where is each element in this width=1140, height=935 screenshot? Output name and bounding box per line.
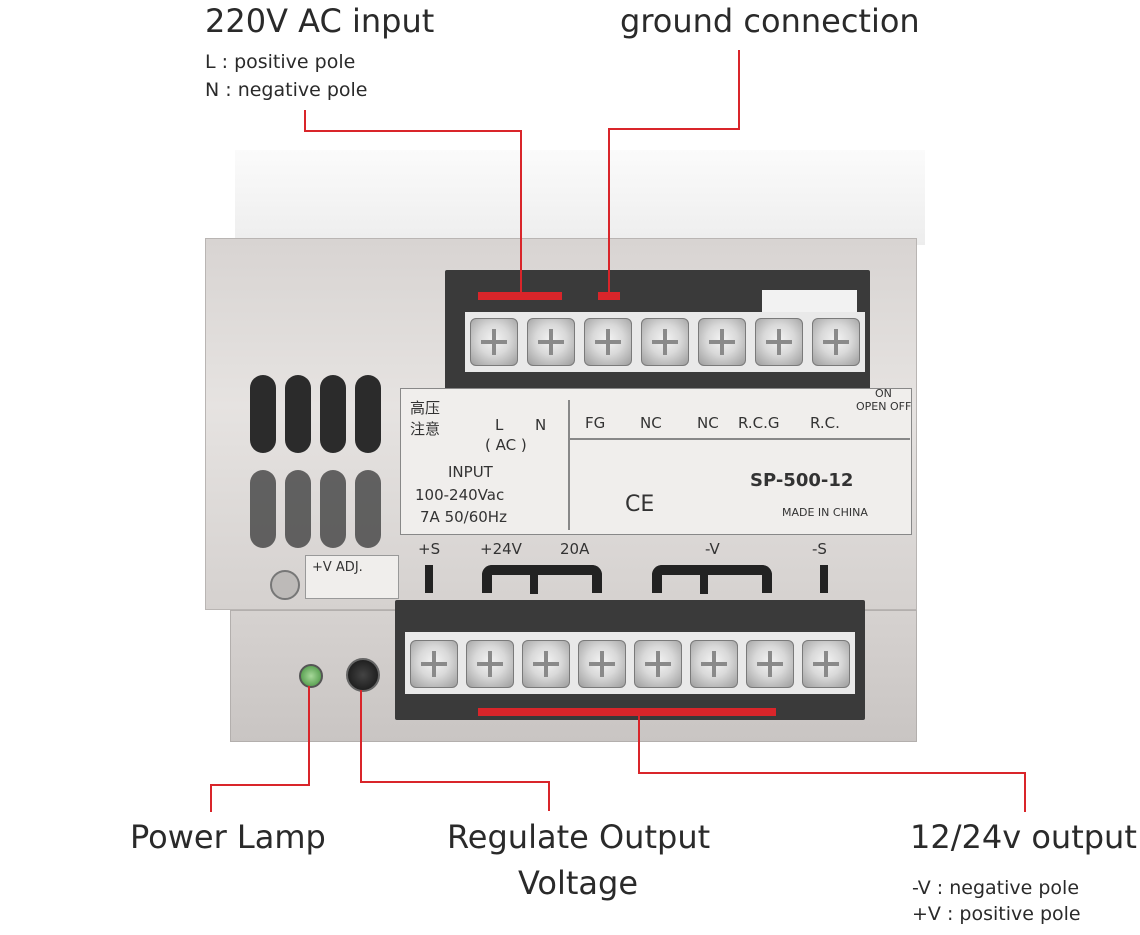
input-voltage: 100-240Vac xyxy=(415,486,505,504)
ac-input-marker xyxy=(478,292,562,300)
terminal-label-fg: FG xyxy=(585,414,606,432)
output-line-plus: +V : positive pole xyxy=(912,903,1081,925)
ac-input-leader xyxy=(304,110,306,132)
regulate-leader xyxy=(360,690,362,783)
model-label: SP-500-12 xyxy=(750,470,854,491)
panel-divider xyxy=(570,438,910,440)
s-plus-label: +S xyxy=(418,540,441,558)
output-line-minus: -V : negative pole xyxy=(912,877,1080,899)
ac-input-leader xyxy=(520,130,522,292)
terminal-screw xyxy=(410,640,458,688)
regulate-title-2: Voltage xyxy=(518,864,639,902)
input-current: 7A 50/60Hz xyxy=(420,508,507,526)
on-label: ON xyxy=(875,387,892,400)
terminal-screw xyxy=(755,318,803,366)
ground-title: ground connection xyxy=(620,2,920,40)
vent-slot xyxy=(355,470,381,548)
ground-leader xyxy=(608,128,610,292)
minus-v-bracket xyxy=(652,565,772,593)
terminal-label-rc: R.C. xyxy=(810,414,840,432)
ac-input-leader xyxy=(304,130,522,132)
plus-v-bracket-mid xyxy=(530,572,538,594)
jumper-plate xyxy=(762,290,857,312)
terminal-screw xyxy=(812,318,860,366)
vent-slot xyxy=(355,375,381,453)
ac-input-line-n: N : negative pole xyxy=(205,79,368,101)
n-label: N xyxy=(535,416,547,434)
vent-slot xyxy=(320,375,346,453)
terminal-screw xyxy=(634,640,682,688)
output-leader xyxy=(638,716,640,774)
adj-label-box xyxy=(305,555,399,599)
terminal-label-rcg: R.C.G xyxy=(738,414,780,432)
terminal-screw xyxy=(522,640,570,688)
ground-leader xyxy=(608,128,740,130)
warning-label-1: 高压 xyxy=(410,399,441,417)
terminal-screw xyxy=(470,318,518,366)
power-lamp-leader xyxy=(308,686,310,786)
power-lamp-leader xyxy=(210,784,310,786)
terminal-label-nc: NC xyxy=(640,414,662,432)
l-label: L xyxy=(495,416,504,434)
regulate-leader xyxy=(360,781,550,783)
vent-slot xyxy=(285,375,311,453)
regulate-leader xyxy=(548,781,550,811)
voltage-adjust-knob[interactable] xyxy=(346,658,380,692)
s-plus-bar xyxy=(425,565,433,593)
device-top-surface xyxy=(235,150,925,245)
ground-screw xyxy=(270,570,300,600)
ac-label: ( AC ) xyxy=(485,436,527,454)
plus-v-bracket xyxy=(482,565,602,593)
open-off-label: OPEN OFF xyxy=(856,400,912,413)
ac-input-title: 220V AC input xyxy=(205,2,435,40)
terminal-screw xyxy=(527,318,575,366)
input-title: INPUT xyxy=(448,463,493,481)
terminal-screw xyxy=(466,640,514,688)
terminal-screw xyxy=(746,640,794,688)
terminal-screw xyxy=(641,318,689,366)
output-title: 12/24v output xyxy=(910,818,1137,856)
terminal-screw xyxy=(690,640,738,688)
vent-slot xyxy=(285,470,311,548)
vent-slot xyxy=(320,470,346,548)
s-minus-bar xyxy=(820,565,828,593)
label-panel xyxy=(400,388,912,535)
terminal-screw xyxy=(578,640,626,688)
ac-input-line-l: L : positive pole xyxy=(205,51,356,73)
panel-divider xyxy=(568,400,570,530)
power-lamp-leader xyxy=(210,784,212,812)
s-minus-label: -S xyxy=(812,540,827,558)
ground-leader xyxy=(738,50,740,130)
output-marker xyxy=(478,708,776,716)
regulate-title-1: Regulate Output xyxy=(447,818,711,856)
v-minus-label: -V xyxy=(705,540,720,558)
made-in-label: MADE IN CHINA xyxy=(782,506,868,519)
vent-slot xyxy=(250,470,276,548)
terminal-screw xyxy=(802,640,850,688)
v24-label: +24V xyxy=(480,540,522,558)
warning-label-2: 注意 xyxy=(410,420,441,438)
terminal-label-nc: NC xyxy=(697,414,719,432)
output-leader xyxy=(638,772,1026,774)
minus-v-bracket-mid xyxy=(700,572,708,594)
terminal-screw xyxy=(584,318,632,366)
amps-label: 20A xyxy=(560,540,590,558)
output-leader xyxy=(1024,772,1026,812)
power-lamp-title: Power Lamp xyxy=(130,818,326,856)
vent-slot xyxy=(250,375,276,453)
adj-label: +V ADJ. xyxy=(312,560,363,575)
terminal-screw xyxy=(698,318,746,366)
ground-marker xyxy=(598,292,620,300)
power-lamp-led xyxy=(299,664,323,688)
ce-mark: CE xyxy=(625,492,655,517)
